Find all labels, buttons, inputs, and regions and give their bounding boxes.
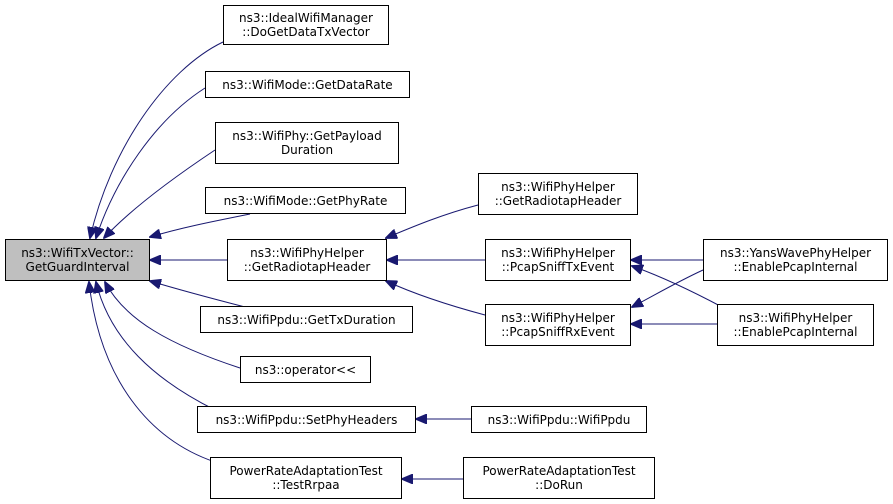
node-wifitxvector-getguardinterval: ns3::WifiTxVector:: GetGuardInterval	[5, 239, 150, 281]
edge-modedatarate-to-root	[96, 87, 206, 238]
node-line: ns3::operator<<	[254, 362, 357, 377]
edge-ppdutx-to-root	[150, 281, 246, 308]
node-line: ns3::WifiPpdu::SetPhyHeaders	[215, 412, 398, 427]
node-line: Duration	[280, 143, 334, 157]
node-line: PowerRateAdaptationTest	[229, 464, 383, 478]
edge-radiotap2-to-helperradiotap	[386, 204, 479, 238]
node-wifiphyhelper-pcapsnifftxevent[interactable]: ns3::WifiPhyHelper ::PcapSniffTxEvent	[485, 239, 631, 281]
node-line: ::GetRadiotapHeader	[494, 194, 622, 208]
node-line: ns3::WifiPhyHelper	[501, 180, 615, 194]
node-idealwifimanager-dogetdatatxvector[interactable]: ns3::IdealWifiManager ::DoGetDataTxVecto…	[223, 5, 389, 45]
node-line: ::EnablePcapInternal	[733, 260, 858, 274]
node-line: ::DoRun	[535, 478, 583, 492]
node-line: ns3::WifiPpdu::GetTxDuration	[217, 312, 396, 327]
edge-sniffrx-to-helperradiotap	[386, 281, 486, 316]
node-line: ::TestRrpaa	[272, 478, 340, 492]
node-line: ns3::WifiPhyHelper	[501, 246, 615, 260]
edge-ppdusetphy-to-root	[96, 282, 216, 411]
node-line: ns3::WifiPpdu::WifiPpdu	[487, 412, 631, 427]
node-yanswavephyhelper-enablepcapinternal[interactable]: ns3::YansWavePhyHelper ::EnablePcapInter…	[703, 239, 888, 281]
node-wifimode-getdatarate[interactable]: ns3::WifiMode::GetDataRate	[205, 71, 410, 98]
node-line: ns3::WifiPhyHelper	[738, 311, 853, 325]
node-line: ns3::WifiPhy::GetPayload	[232, 129, 382, 143]
node-wifiphyhelper-enablepcapinternal[interactable]: ns3::WifiPhyHelper ::EnablePcapInternal	[717, 304, 874, 346]
node-wifippdu-gettxduration[interactable]: ns3::WifiPpdu::GetTxDuration	[200, 306, 413, 333]
node-powerrateadaptationtest-dorun[interactable]: PowerRateAdaptationTest ::DoRun	[463, 457, 655, 499]
edge-ideal-to-root	[90, 41, 224, 238]
edge-phypayload-to-root	[104, 149, 216, 238]
node-line: GetGuardInterval	[25, 260, 130, 274]
node-line: ns3::WifiMode::GetDataRate	[222, 77, 393, 92]
edge-modephyrate-to-root	[150, 213, 251, 237]
node-wifippdu-wifippdu[interactable]: ns3::WifiPpdu::WifiPpdu	[471, 406, 647, 433]
node-line: ::PcapSniffTxEvent	[501, 260, 615, 274]
node-wifimode-getphyrate[interactable]: ns3::WifiMode::GetPhyRate	[205, 187, 406, 214]
node-line: ns3::YansWavePhyHelper	[719, 246, 872, 260]
node-line: ::GetRadiotapHeader	[243, 260, 371, 274]
edge-operator-to-root	[105, 282, 241, 369]
node-wifiphyhelper-getradiotapheader-overload[interactable]: ns3::WifiPhyHelper ::GetRadiotapHeader	[478, 173, 638, 215]
node-line: ::DoGetDataTxVector	[242, 25, 370, 39]
node-wifippdu-setphyheaders[interactable]: ns3::WifiPpdu::SetPhyHeaders	[197, 406, 416, 433]
node-line: ns3::WifiPhyHelper	[250, 246, 364, 260]
node-line: PowerRateAdaptationTest	[482, 464, 636, 478]
node-line: ns3::WifiPhyHelper	[501, 311, 615, 325]
node-line: ns3::WifiMode::GetPhyRate	[223, 193, 388, 208]
node-operator-stream[interactable]: ns3::operator<<	[240, 356, 371, 383]
node-line: ::PcapSniffRxEvent	[501, 325, 615, 339]
node-line: ns3::IdealWifiManager	[239, 11, 373, 25]
node-wifiphyhelper-pcapsniffrxevent[interactable]: ns3::WifiPhyHelper ::PcapSniffRxEvent	[485, 304, 631, 346]
edge-powertest-to-root	[89, 282, 216, 463]
node-line: ns3::WifiTxVector::	[21, 246, 134, 260]
node-line: ::EnablePcapInternal	[733, 325, 858, 339]
node-wifiphyhelper-getradiotapheader[interactable]: ns3::WifiPhyHelper ::GetRadiotapHeader	[227, 239, 387, 281]
node-powerrateadaptationtest-testrrpaa[interactable]: PowerRateAdaptationTest ::TestRrpaa	[210, 457, 402, 499]
node-wifiphy-getpayloadduration[interactable]: ns3::WifiPhy::GetPayload Duration	[215, 122, 399, 164]
edge-yans-to-sniffrx	[632, 269, 704, 307]
